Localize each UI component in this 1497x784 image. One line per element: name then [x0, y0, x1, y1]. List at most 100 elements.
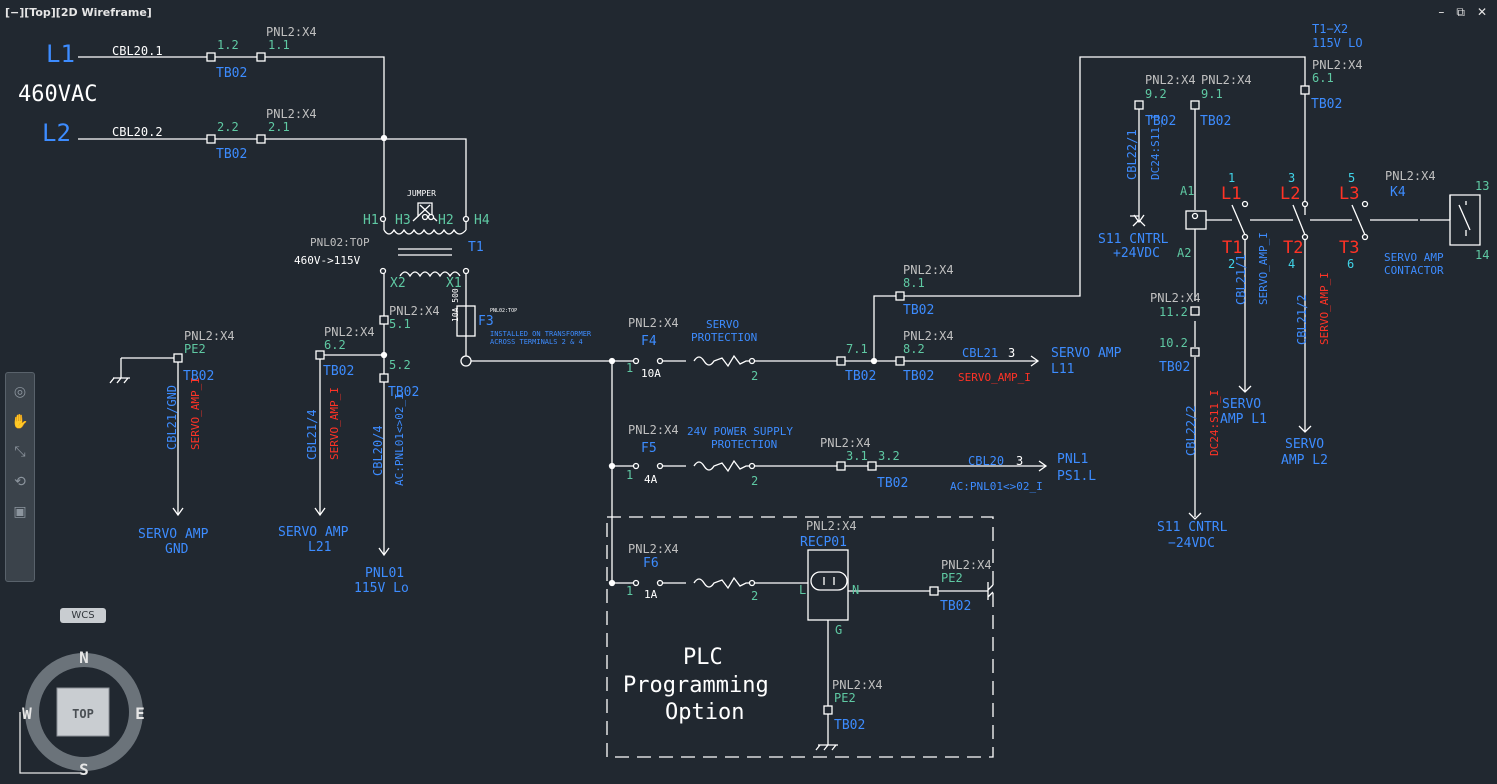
- diagram-label: L11: [1051, 362, 1074, 377]
- connection-point: [656, 579, 664, 587]
- connection-point: [632, 579, 640, 587]
- diagram-label: TB02: [388, 385, 419, 400]
- diagram-label: SERVO: [1285, 437, 1324, 452]
- diagram-label: K4: [1390, 185, 1406, 200]
- diagram-label: S11 CNTRL: [1157, 520, 1228, 535]
- steering-wheel-icon[interactable]: ◎: [13, 384, 27, 400]
- diagram-label: 6: [1347, 257, 1354, 271]
- junction-dot: [380, 134, 388, 142]
- cable-label: CBL21/1: [1234, 254, 1248, 305]
- diagram-label: N: [852, 583, 859, 597]
- cable-label: SERVO_AMP_I: [1257, 232, 1270, 305]
- signal-arrow: [1038, 460, 1048, 472]
- terminal-block: [379, 315, 389, 325]
- diagram-label: 1A: [644, 588, 658, 601]
- diagram-label: PNL2:X4: [628, 316, 679, 330]
- diagram-label: PNL2:X4: [903, 329, 954, 343]
- diagram-label: ACROSS TERMINALS 2 & 4: [490, 338, 583, 346]
- diagram-label: TB02: [845, 369, 876, 384]
- viewport-controls-label[interactable]: [−][Top][2D Wireframe]: [5, 6, 152, 19]
- connection-point: [1361, 233, 1369, 241]
- diagram-label: PNL2:X4: [1312, 58, 1363, 72]
- signal-arrow: [1133, 214, 1145, 224]
- diagram-label: 9.2: [1145, 87, 1167, 101]
- wire-recp-g: [815, 620, 838, 751]
- diagram-label: 11.2: [1159, 305, 1188, 319]
- diagram-label: 6.1: [1312, 71, 1334, 85]
- diagram-label: 14: [1475, 248, 1489, 262]
- diagram-label: PNL2:X4: [266, 107, 317, 121]
- signal-arrow: [378, 547, 390, 557]
- diagram-label: TB02: [1311, 97, 1342, 112]
- diagram-label: PE2: [834, 691, 856, 705]
- diagram-label: H3: [395, 213, 411, 228]
- connection-point: [748, 579, 756, 587]
- diagram-label: TB02: [216, 147, 247, 162]
- minimize-icon[interactable]: –: [1438, 5, 1445, 19]
- terminal-block: [1190, 100, 1200, 110]
- diagram-label: TB02: [1200, 114, 1231, 129]
- close-icon[interactable]: ✕: [1476, 5, 1487, 19]
- restore-icon[interactable]: ⧉: [1456, 5, 1465, 19]
- viewcube[interactable]: TOP N S E W: [19, 648, 145, 779]
- signal-arrow: [172, 507, 184, 517]
- diagram-label: AMP L2: [1281, 453, 1328, 468]
- diagram-label: S11 CNTRL: [1098, 232, 1169, 247]
- diagram-label: 1.1: [268, 38, 290, 52]
- compass-east[interactable]: E: [135, 704, 145, 723]
- connection-point: [1361, 200, 1369, 208]
- viewcube-top-label: TOP: [72, 707, 94, 721]
- wire-recp-n: [848, 582, 994, 600]
- diagram-label: 460VAC: [18, 82, 97, 107]
- cable-label: DC24:S11_I: [1149, 114, 1162, 180]
- diagram-label: PNL02:TOP: [310, 236, 370, 249]
- viewcube-top-face[interactable]: [56, 687, 110, 737]
- cable-label: SERVO_AMP_I: [1318, 272, 1331, 345]
- wire-l1: [78, 56, 385, 138]
- diagram-label: 3.2: [878, 449, 900, 463]
- diagram-label: AC:PNL01<>02_I: [950, 480, 1043, 493]
- compass-ring[interactable]: [25, 653, 143, 771]
- diagram-label: 8.1: [903, 276, 925, 290]
- diagram-label: X2: [390, 276, 406, 291]
- wcs-menu-button[interactable]: WCS: [60, 608, 106, 623]
- compass-west[interactable]: W: [22, 704, 32, 723]
- diagram-label: SERVO AMP: [1051, 346, 1122, 361]
- connection-point: [1301, 233, 1309, 241]
- diagram-label: PNL2:X4: [820, 436, 871, 450]
- zoom-icon[interactable]: ⤡: [14, 444, 26, 460]
- orbit-icon[interactable]: ⟲: [14, 474, 26, 490]
- cable-label: CBL21/4: [305, 409, 319, 460]
- diagram-label: 3: [1288, 171, 1295, 185]
- compass-south[interactable]: S: [79, 760, 89, 779]
- diagram-label: 10.2: [1159, 336, 1188, 350]
- diagram-label: H4: [474, 213, 490, 228]
- diagram-label: Option: [665, 700, 744, 725]
- diagram-label: PNL2:X4: [1145, 73, 1196, 87]
- terminal-block: [836, 356, 846, 366]
- junction-dot: [608, 462, 616, 470]
- cable-label: DC24:S11_I: [1208, 390, 1221, 456]
- diagram-label: PNL2:X4: [628, 423, 679, 437]
- diagram-label: 7.1: [846, 342, 868, 356]
- diagram-label: PROTECTION: [691, 331, 757, 344]
- terminal-block: [206, 134, 216, 144]
- diagram-label: CBL20: [968, 454, 1004, 468]
- diagram-label: TB02: [183, 369, 214, 384]
- connection-point: [421, 213, 429, 221]
- showmotion-icon[interactable]: ▣: [13, 504, 27, 520]
- ucs-icon: [19, 712, 80, 774]
- diagram-label: T1: [1222, 238, 1242, 258]
- diagram-label: CONTACTOR: [1384, 264, 1444, 277]
- connection-point: [656, 462, 664, 470]
- diagram-label: PNL2:X4: [324, 325, 375, 339]
- diagram-label: 1: [1228, 171, 1235, 185]
- cable-label: CBL21/GND: [165, 385, 179, 450]
- pan-icon[interactable]: ✋: [11, 414, 29, 430]
- diagram-label: SERVO AMP: [138, 527, 209, 542]
- compass-north[interactable]: N: [79, 648, 89, 667]
- diagram-label: PNL2:X4: [628, 542, 679, 556]
- diagram-label: 2.2: [217, 120, 239, 134]
- terminal-block: [173, 353, 183, 363]
